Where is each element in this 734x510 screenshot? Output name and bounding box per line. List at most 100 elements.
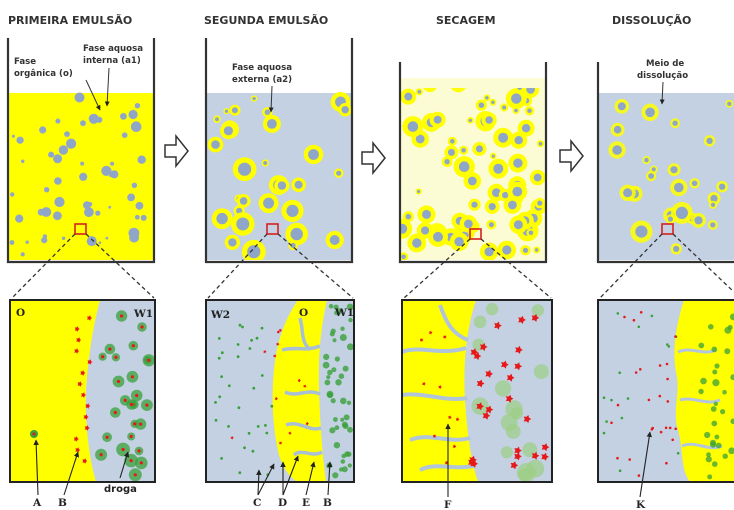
drug-particle xyxy=(480,343,488,351)
aqueous-droplet xyxy=(105,236,109,240)
inner-droplet xyxy=(673,245,680,252)
drug-particle xyxy=(452,444,457,449)
particle-core xyxy=(457,88,460,89)
drug-core xyxy=(139,461,143,465)
released-drug-dot xyxy=(665,362,669,366)
label-droga: droga xyxy=(104,484,137,495)
dried-particle xyxy=(423,88,437,92)
label-b: B xyxy=(58,497,67,509)
inner-droplet xyxy=(215,117,219,122)
inner-droplet xyxy=(613,125,622,134)
zoom-frame xyxy=(401,299,553,483)
inner-droplet xyxy=(247,245,261,259)
released-drug-dot xyxy=(620,416,624,420)
particle-core xyxy=(498,132,509,143)
aqueous-droplet xyxy=(135,201,144,210)
zoom-frame xyxy=(597,299,734,483)
inner-droplet xyxy=(718,183,726,190)
stage-title-primeira: PRIMEIRA EMULSÃO xyxy=(8,14,132,27)
drug-carrier xyxy=(531,304,545,317)
particle-core xyxy=(421,226,430,235)
drug-dot xyxy=(713,401,718,406)
process-arrow-1 xyxy=(164,133,189,169)
drug-particle xyxy=(297,378,301,383)
particle-core xyxy=(502,245,512,255)
drug-dot xyxy=(348,317,353,323)
drug-particle xyxy=(510,461,519,470)
arrow-right-icon xyxy=(164,133,189,169)
label-k: K xyxy=(636,499,646,510)
zoom-line xyxy=(207,233,268,299)
drug-core xyxy=(105,435,109,439)
drug-particle xyxy=(75,447,81,453)
inner-droplet xyxy=(236,217,250,231)
aqueous-droplets xyxy=(9,92,147,257)
zoom-marker xyxy=(469,228,482,240)
released-drug-dot xyxy=(602,396,606,400)
particle-core xyxy=(478,102,485,108)
drug-dot xyxy=(339,334,347,341)
drug-dot xyxy=(332,338,337,343)
zoom-line xyxy=(11,233,76,299)
drug-dot xyxy=(218,395,222,399)
particle-core xyxy=(485,96,489,100)
released-drug-dot xyxy=(616,312,620,315)
inner-droplet xyxy=(648,173,654,179)
drug-core xyxy=(121,447,125,452)
particle-core xyxy=(511,93,522,104)
drug-core xyxy=(113,410,117,415)
drug-particle xyxy=(82,458,88,464)
inner-droplet xyxy=(612,145,622,155)
drug-carrier xyxy=(505,400,523,418)
aqueous-droplet xyxy=(98,241,102,244)
drug-dot xyxy=(337,308,344,314)
inner-droplet xyxy=(651,167,656,172)
drug-dot xyxy=(227,425,230,428)
zoom-line xyxy=(403,238,471,299)
particle-core xyxy=(517,88,523,90)
released-drug xyxy=(602,311,734,480)
drug-dot xyxy=(722,453,728,459)
aqueous-droplet xyxy=(20,252,25,257)
label-fase-aquosa: Fase aquosa xyxy=(83,44,143,54)
drug-particle xyxy=(83,414,89,420)
drug-core xyxy=(139,422,143,426)
drug-dot xyxy=(329,427,336,434)
drug-dot xyxy=(698,388,704,395)
inner-droplet xyxy=(252,96,256,101)
drug-dot xyxy=(220,457,224,460)
drug-particle xyxy=(476,379,485,388)
drug-particle xyxy=(514,362,523,371)
aqueous-droplet xyxy=(84,207,94,218)
drug-dot xyxy=(214,418,218,422)
arrow-medium xyxy=(659,81,665,105)
drug-particle xyxy=(87,359,93,365)
drug-core xyxy=(140,325,144,329)
internal-aqueous-core xyxy=(318,300,354,482)
particle-core xyxy=(528,230,534,236)
inner-droplet xyxy=(670,166,678,174)
dissolution-medium-fill xyxy=(598,93,734,260)
inner-droplet xyxy=(263,161,268,165)
drug-core xyxy=(123,398,127,402)
label-e: E xyxy=(302,497,310,509)
released-drug-dot xyxy=(637,474,641,477)
drug-particle xyxy=(482,411,491,420)
particle-core xyxy=(417,189,421,194)
drug-dot xyxy=(243,446,246,450)
aqueous-droplet xyxy=(55,118,61,124)
drug-dot xyxy=(255,336,259,340)
drug-dot xyxy=(322,361,330,369)
particle-core xyxy=(450,139,455,144)
aqueous-droplet xyxy=(109,174,112,177)
particle-core xyxy=(468,118,472,123)
aqueous-droplet xyxy=(131,182,138,188)
drug-particle xyxy=(455,417,460,422)
drug-core xyxy=(130,375,134,379)
drug-dot xyxy=(328,303,334,309)
label-meio: Meio de xyxy=(646,59,684,69)
drug-particle xyxy=(541,452,549,461)
drug-particle xyxy=(84,425,90,431)
inner-droplet xyxy=(231,107,238,114)
zoom-line xyxy=(85,233,155,299)
